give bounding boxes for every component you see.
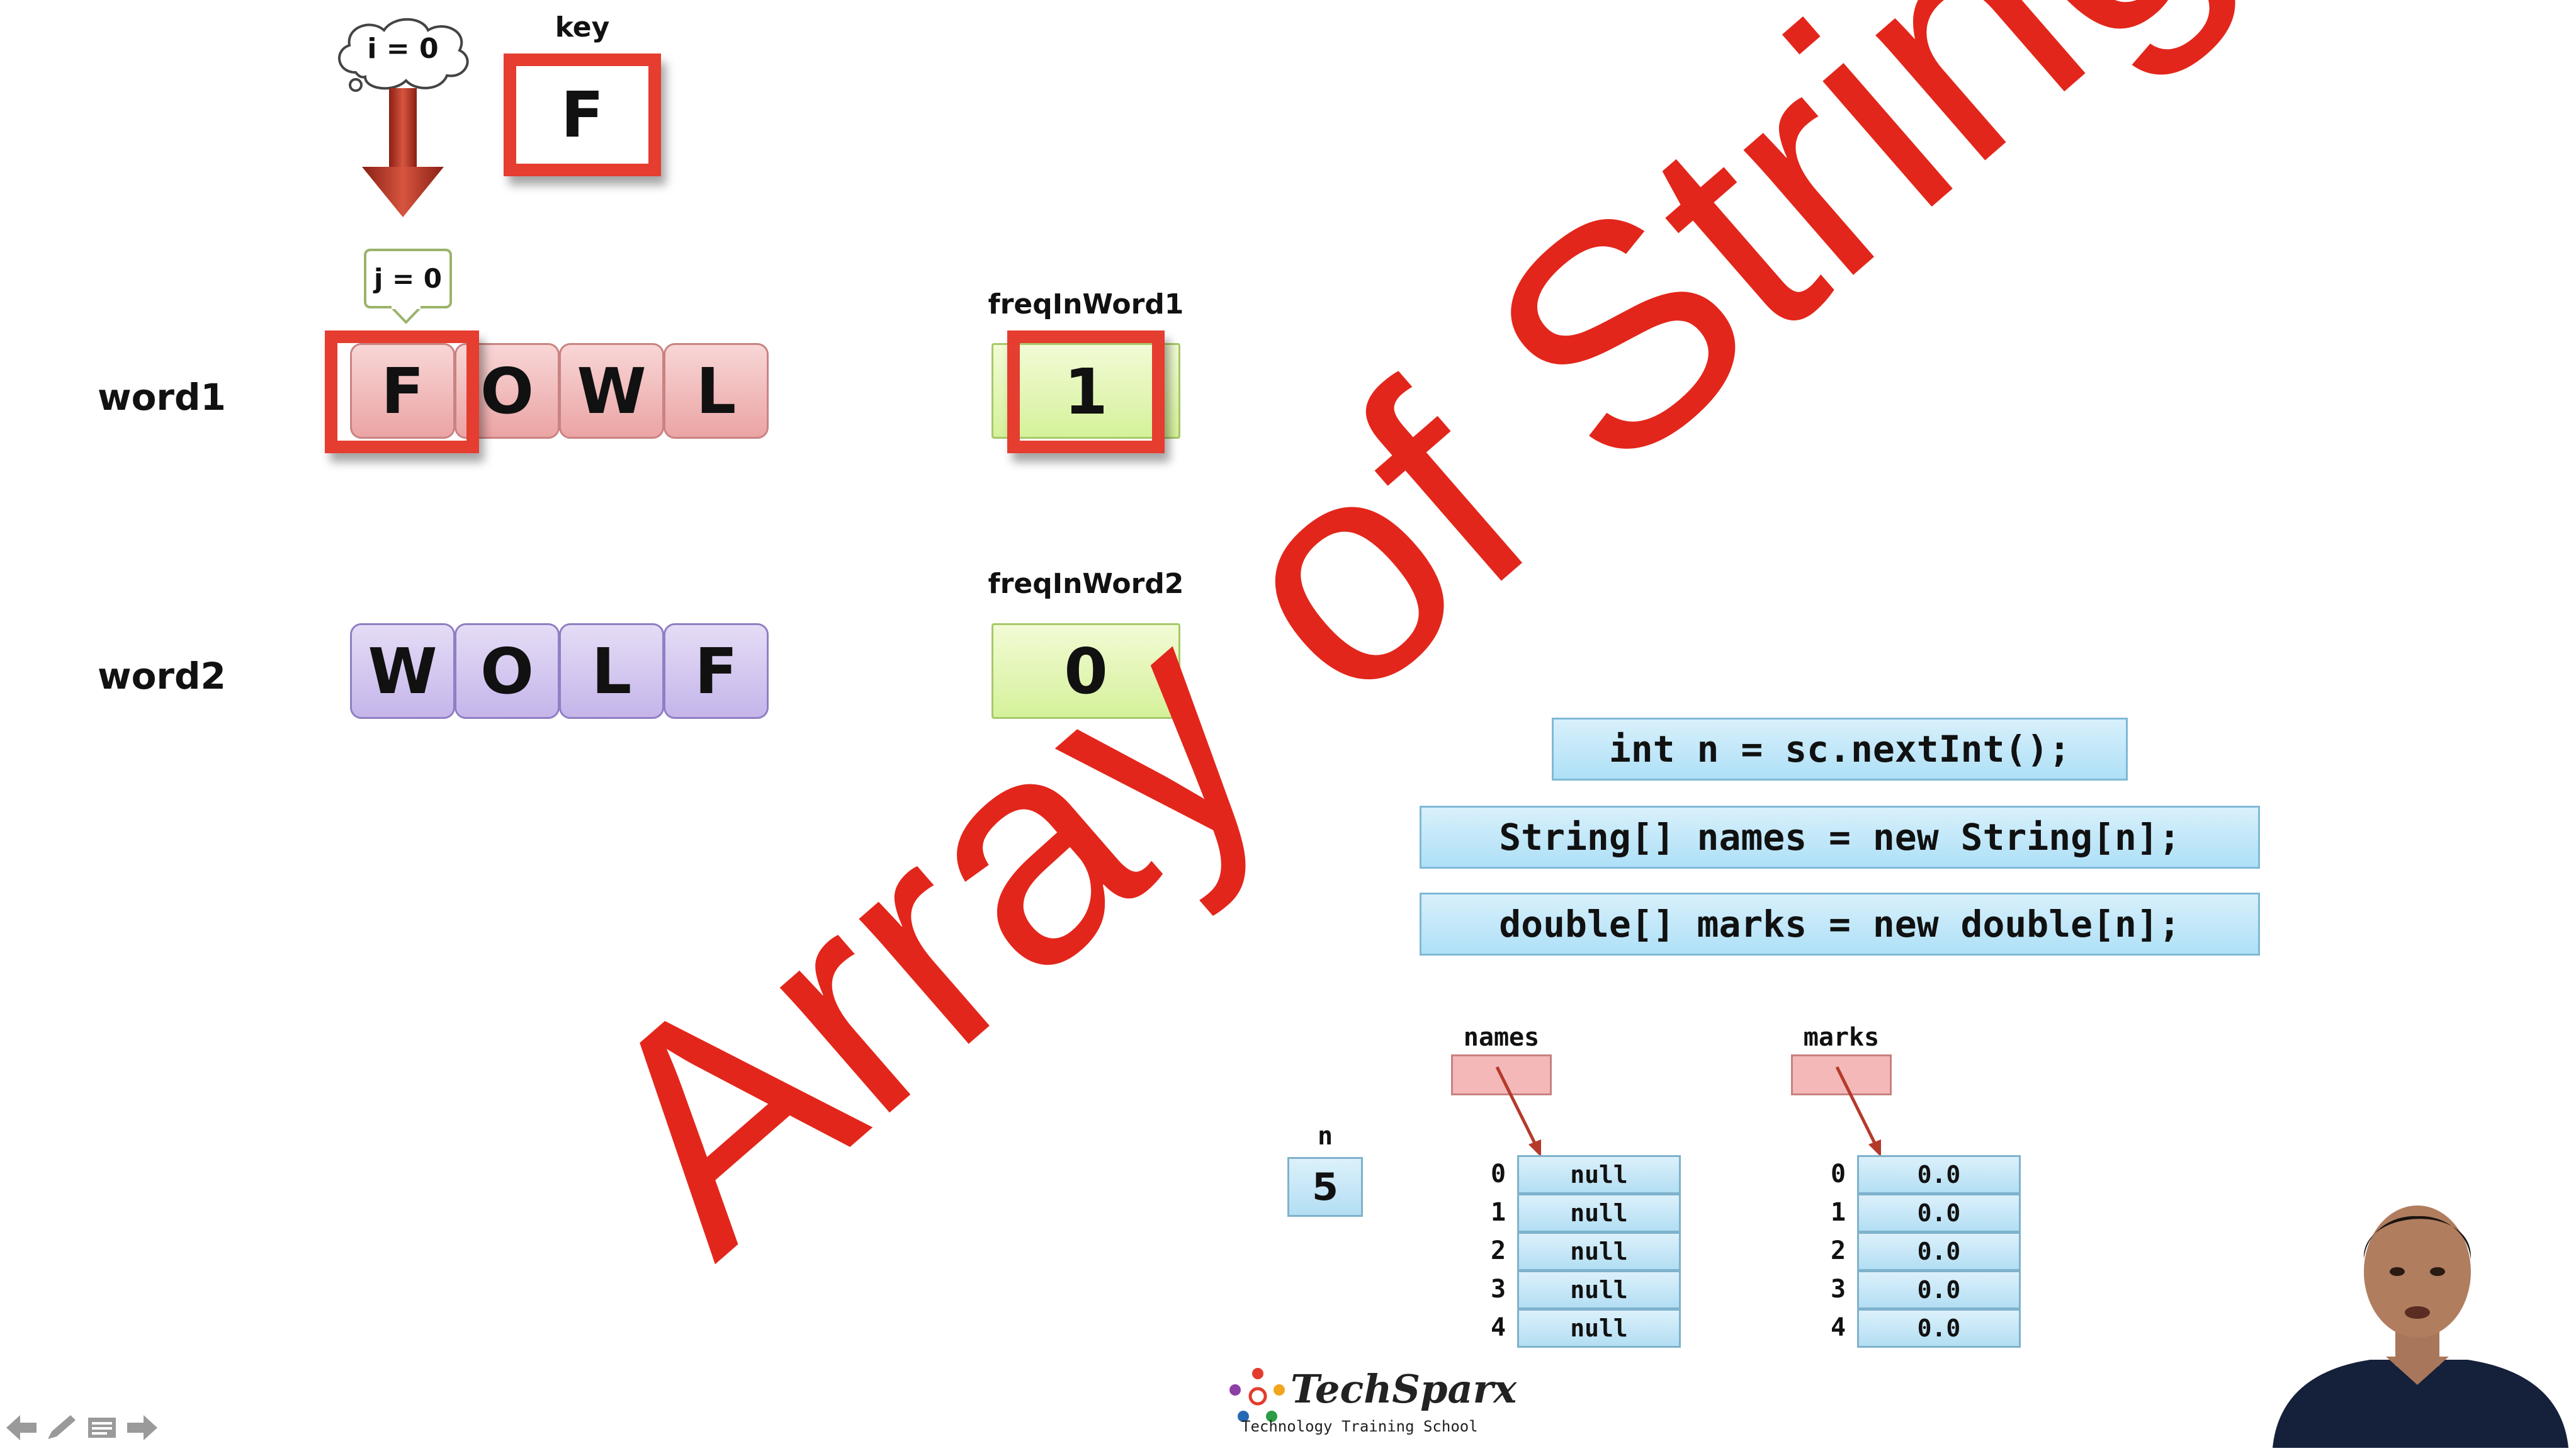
word2-cell-0: W [350,623,455,719]
callout-pointer [390,306,422,324]
slide-controls [5,1410,169,1445]
marks-cell-1: 0.0 [1857,1194,2021,1233]
marks-cell-2: 0.0 [1857,1232,2021,1271]
marks-index-3: 3 [1830,1275,1846,1304]
freq1-label: freqInWord1 [988,288,1184,320]
word2-cell-1: O [455,623,560,719]
word2-cell-2: L [559,623,664,719]
freq1-highlight-box [1007,330,1165,453]
menu-icon[interactable] [86,1414,118,1442]
n-box: 5 [1287,1157,1363,1217]
key-label: key [555,11,610,43]
marks-index-4: 4 [1830,1313,1846,1342]
code-line-names: String[] names = new String[n]; [1420,806,2260,869]
names-cell-0: null [1517,1155,1681,1194]
word1-label: word1 [98,376,226,419]
names-label: names [1463,1023,1540,1052]
marks-ref-box [1791,1054,1892,1095]
down-arrow-icon [362,88,444,217]
marks-index-2: 2 [1830,1236,1846,1265]
i-cloud: i = 0 [330,13,475,98]
freq2-label: freqInWord2 [988,568,1184,600]
marks-index-1: 1 [1830,1198,1846,1227]
names-cell-3: null [1517,1270,1681,1309]
names-pointer-arrow [1495,1066,1541,1157]
arrow-left-icon[interactable] [5,1414,38,1442]
marks-cell-0: 0.0 [1857,1155,2021,1194]
n-label: n [1317,1122,1333,1151]
freq1-value: 1 [1064,355,1108,429]
names-cell-1: null [1517,1194,1681,1233]
techsparx-star-icon [1229,1368,1285,1422]
names-cell-4: null [1517,1309,1681,1348]
word1-cell-0: F [350,343,455,439]
marks-index-0: 0 [1830,1160,1846,1188]
key-box [504,54,661,176]
key-value: F [560,78,604,152]
freq1-box [991,343,1180,439]
code-line-n: int n = sc.nextInt(); [1552,718,2128,781]
word2-label: word2 [98,655,226,697]
names-index-1: 1 [1490,1198,1506,1227]
presenter-figure [2273,1205,2568,1448]
arrow-right-icon[interactable] [126,1414,159,1442]
i-label: i = 0 [367,33,439,65]
array-of-strings-watermark: Array of Strings [528,0,2396,1315]
cloud-shape [338,18,469,92]
techsparx-logo: TechSparx Technology Training School [1228,1366,1517,1442]
j-label: j = 0 [373,263,443,294]
freq2-box: 0 [991,623,1180,719]
marks-label: marks [1803,1023,1880,1052]
code-line-marks: double[] marks = new double[n]; [1420,893,2260,956]
techsparx-tagline: Technology Training School [1241,1418,1478,1435]
word2-cell-3: F [664,623,769,719]
pen-icon[interactable] [45,1414,78,1442]
word1-highlight-box [325,330,479,453]
word1-cell-2: W [559,343,664,439]
j-callout: j = 0 [364,249,452,308]
marks-cell-3: 0.0 [1857,1270,2021,1309]
names-index-0: 0 [1490,1160,1506,1188]
techsparx-name: TechSparx [1291,1366,1517,1412]
word1-cell-3: L [664,343,769,439]
marks-pointer-arrow [1835,1066,1881,1157]
names-cell-2: null [1517,1232,1681,1271]
presenter-video [2260,1177,2576,1448]
names-index-2: 2 [1490,1236,1506,1265]
names-index-4: 4 [1490,1313,1506,1342]
marks-cell-4: 0.0 [1857,1309,2021,1348]
names-index-3: 3 [1490,1275,1506,1304]
